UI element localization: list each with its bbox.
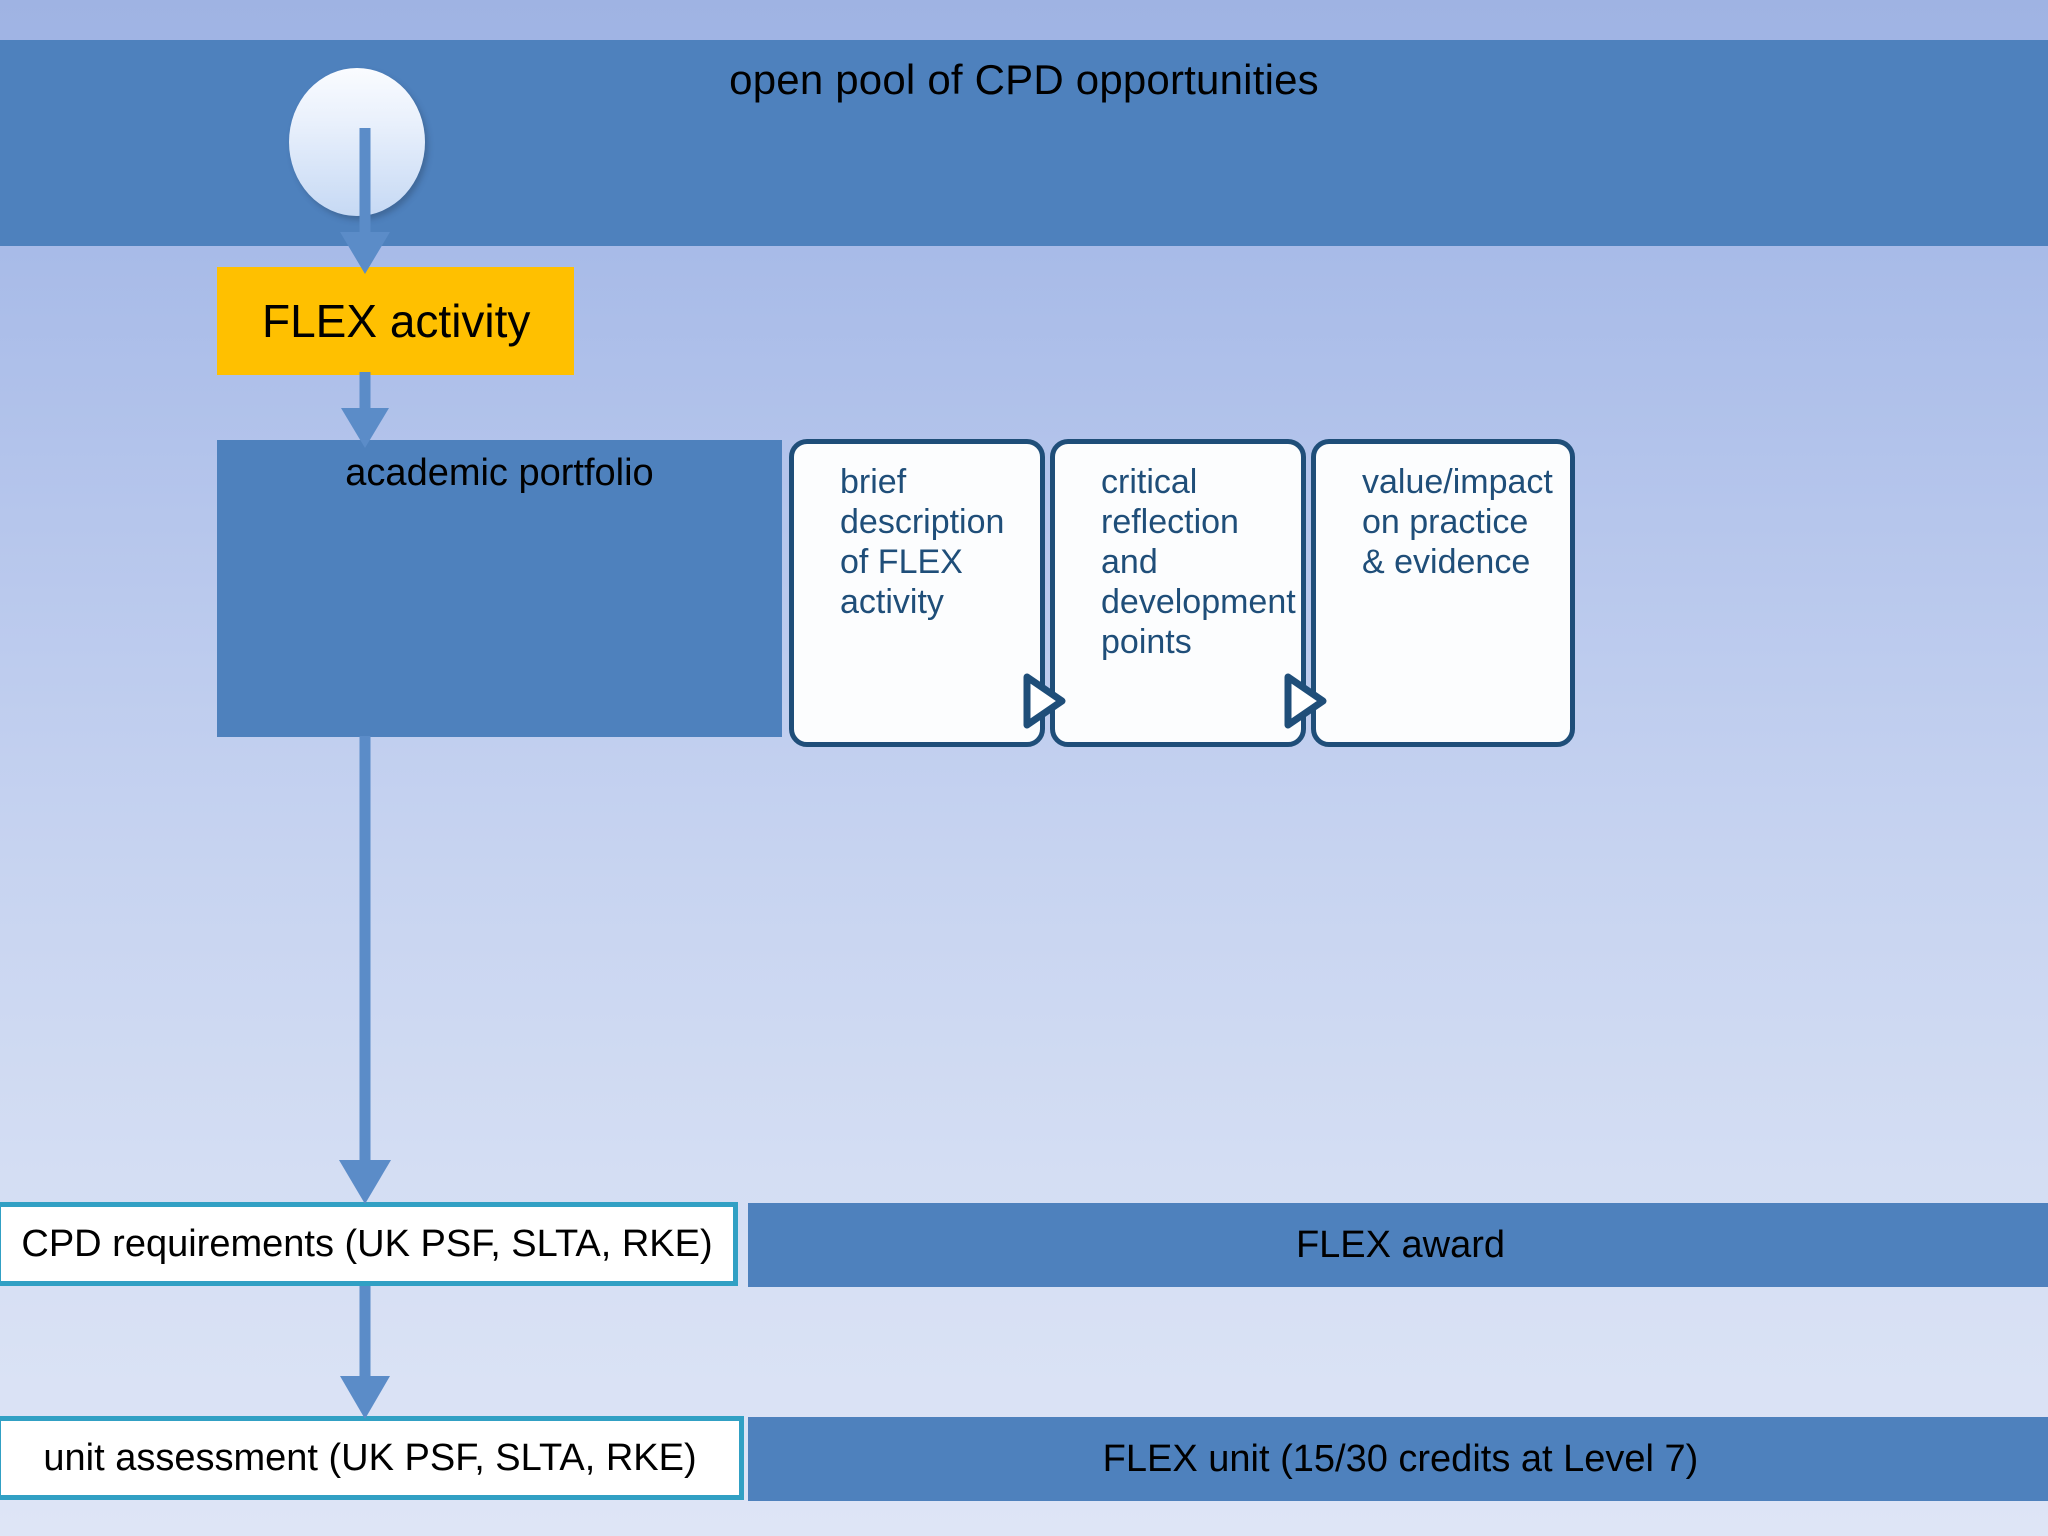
cpd-requirements-box: CPD requirements (UK PSF, SLTA, RKE): [0, 1202, 738, 1286]
portfolio-component-label: critical reflection and development poin…: [1101, 463, 1296, 662]
portfolio-component-critical-reflection: critical reflection and development poin…: [1050, 439, 1306, 747]
arrow-pool-to-flex-activity: [340, 128, 390, 274]
portfolio-component-brief-description: brief description of FLEX activity: [789, 439, 1045, 747]
cpd-opportunity-pool-ellipse: [289, 68, 425, 216]
portfolio-component-label: value/impact on practice & evidence: [1362, 463, 1553, 582]
arrow-cpd-requirements-to-unit-assessment: [340, 1286, 390, 1419]
unit-assessment-box: unit assessment (UK PSF, SLTA, RKE): [0, 1416, 744, 1500]
flex-award-label: FLEX award: [1295, 1223, 1506, 1266]
portfolio-component-value-impact: value/impact on practice & evidence: [1311, 439, 1575, 747]
cpd-requirements-label: CPD requirements (UK PSF, SLTA, RKE): [21, 1222, 713, 1265]
flex-unit-label: FLEX unit (15/30 credits at Level 7): [1102, 1437, 1699, 1480]
unit-assessment-label: unit assessment (UK PSF, SLTA, RKE): [43, 1436, 697, 1479]
arrow-flex-activity-to-portfolio: [341, 372, 389, 448]
chevron-right-icon: [1023, 673, 1066, 729]
arrow-portfolio-to-cpd-requirements: [339, 736, 391, 1204]
academic-portfolio-box: [217, 440, 782, 737]
flex-unit-box: FLEX unit (15/30 credits at Level 7): [748, 1417, 2048, 1501]
chevron-right-icon: [1284, 673, 1327, 729]
flex-award-box: FLEX award: [748, 1203, 2048, 1287]
flex-activity-label: FLEX activity: [262, 295, 531, 347]
diagram-title: open pool of CPD opportunities: [729, 56, 1319, 103]
flex-activity-box: FLEX activity: [217, 267, 574, 375]
portfolio-component-label: brief description of FLEX activity: [840, 463, 1005, 622]
academic-portfolio-label: academic portfolio: [345, 452, 654, 494]
